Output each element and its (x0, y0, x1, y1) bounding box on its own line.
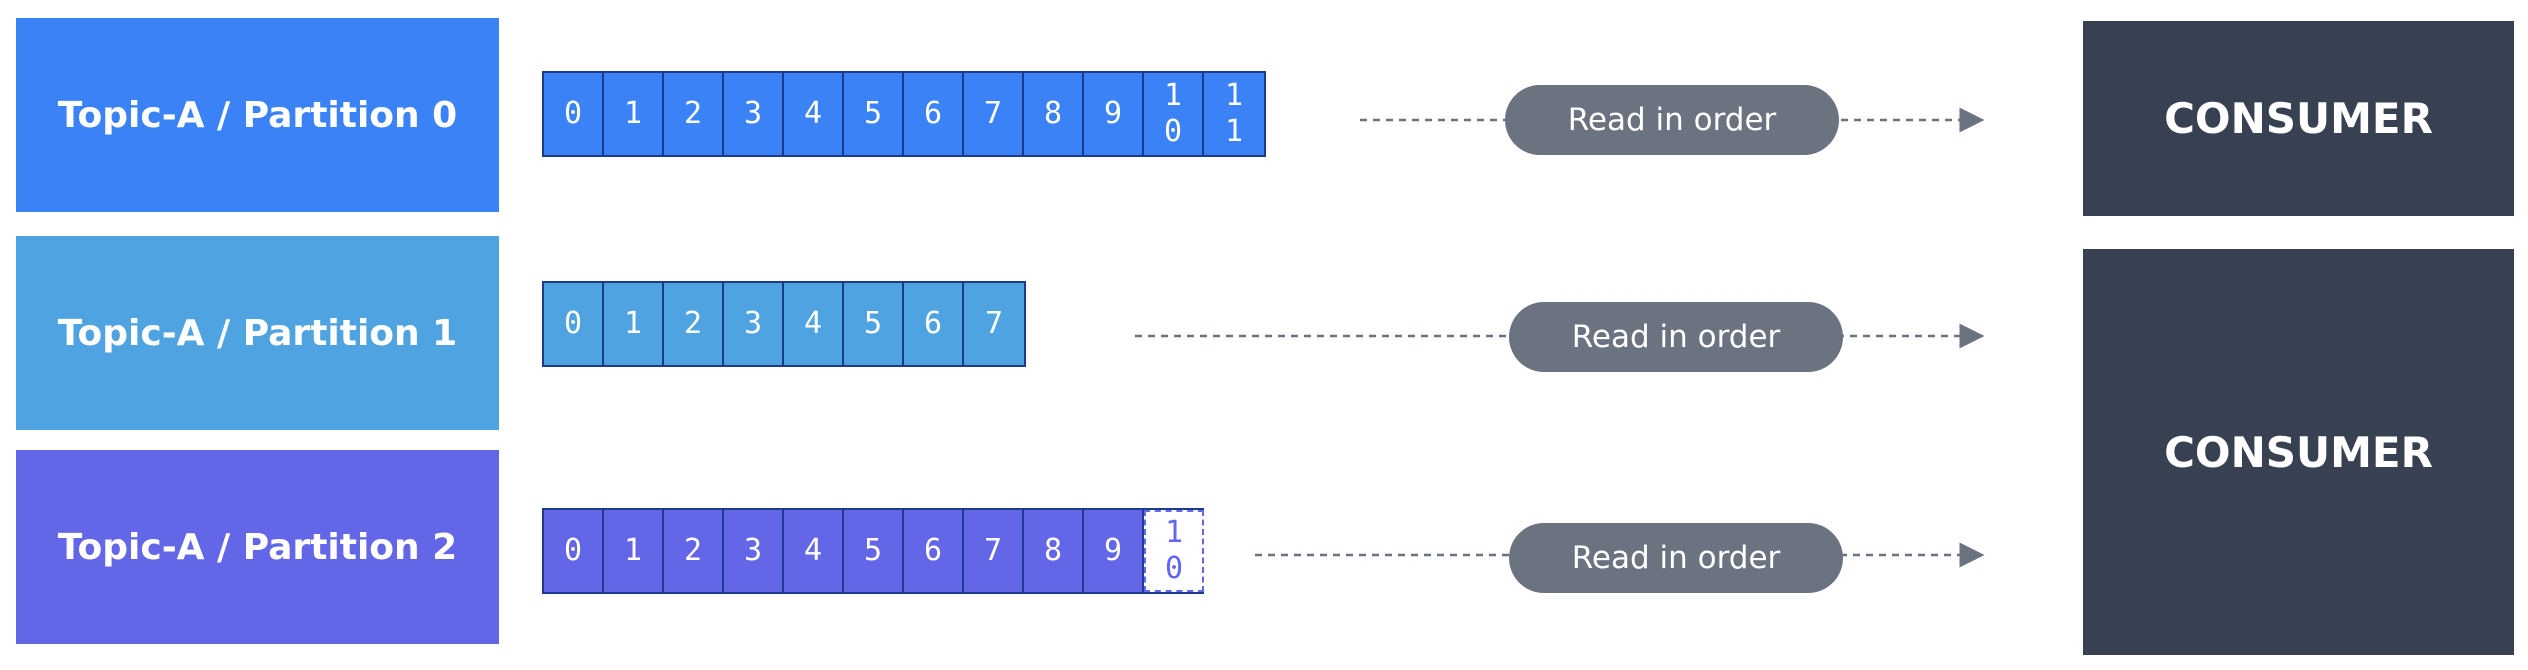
offset-cell: 0 (544, 73, 604, 155)
pending-offset-cell: 1 0 (1144, 510, 1204, 592)
offset-cell: 1 (604, 73, 664, 155)
offset-cell: 6 (904, 73, 964, 155)
offset-cell: 2 (664, 283, 724, 365)
offset-cell: 7 (964, 510, 1024, 592)
offset-cell: 3 (724, 283, 784, 365)
offset-cell: 3 (724, 73, 784, 155)
read-in-order-pill-2: Read in order (1509, 523, 1843, 593)
offset-cell: 1 0 (1144, 73, 1204, 155)
offset-cell: 4 (784, 283, 844, 365)
offset-cell: 2 (664, 73, 724, 155)
offset-cell: 8 (1024, 73, 1084, 155)
offset-cell: 0 (544, 283, 604, 365)
offset-cell: 5 (844, 283, 904, 365)
partition-2-label: Topic-A / Partition 2 (16, 450, 499, 644)
offset-cell: 7 (964, 73, 1024, 155)
offset-cell: 4 (784, 510, 844, 592)
partition-1-label: Topic-A / Partition 1 (16, 236, 499, 430)
offset-cell: 9 (1084, 73, 1144, 155)
offset-cell: 1 (604, 510, 664, 592)
offset-cell: 3 (724, 510, 784, 592)
offset-cell: 5 (844, 73, 904, 155)
consumer-1: CONSUMER (2083, 249, 2514, 655)
offset-cell: 6 (904, 283, 964, 365)
offset-cell: 9 (1084, 510, 1144, 592)
offset-cell: 7 (964, 283, 1024, 365)
offset-cell: 2 (664, 510, 724, 592)
read-in-order-pill-1: Read in order (1509, 302, 1843, 372)
offset-cell: 4 (784, 73, 844, 155)
offset-cell: 6 (904, 510, 964, 592)
consumer-0: CONSUMER (2083, 21, 2514, 216)
offset-cell: 8 (1024, 510, 1084, 592)
offset-cell: 0 (544, 510, 604, 592)
offset-cell: 1 (604, 283, 664, 365)
offset-cell: 1 1 (1204, 73, 1264, 155)
offset-cell: 5 (844, 510, 904, 592)
read-in-order-pill-0: Read in order (1505, 85, 1839, 155)
partition-0-label: Topic-A / Partition 0 (16, 18, 499, 212)
